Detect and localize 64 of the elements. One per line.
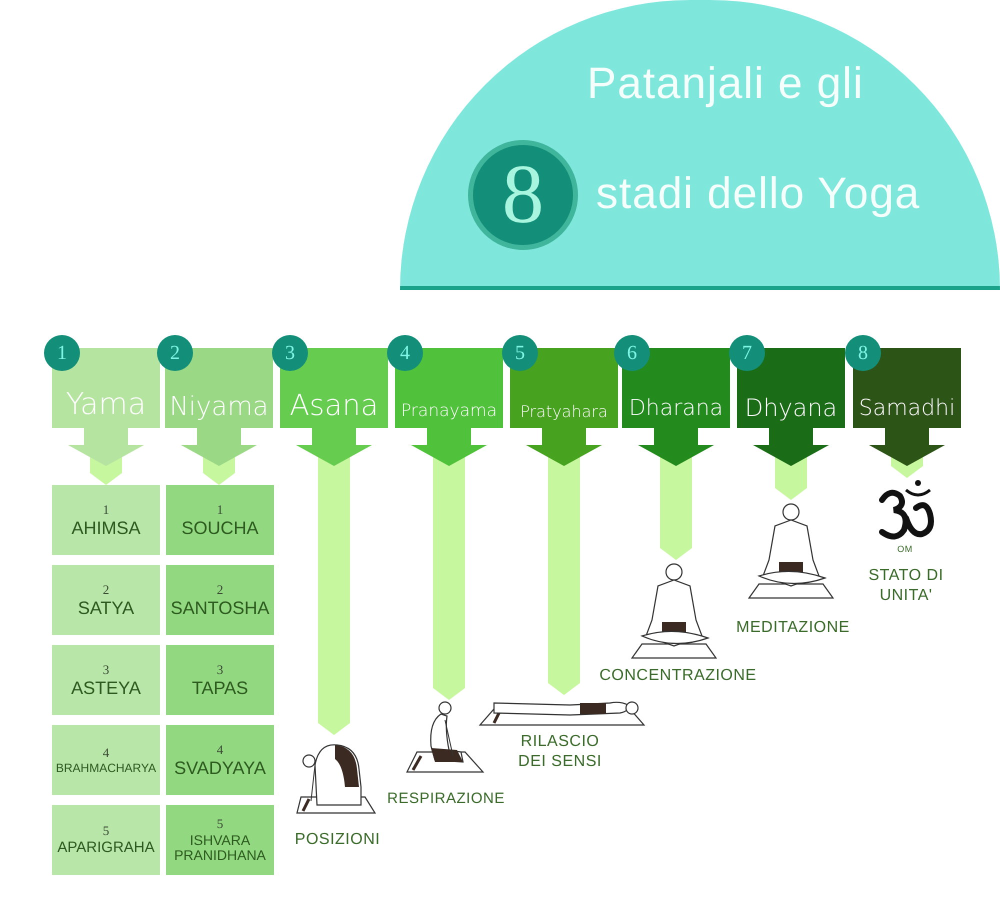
arrow [526,428,602,695]
stage-caption: POSIZIONI [294,830,382,850]
symbol-caption: OM [896,544,914,556]
stage-name: Dhyana [744,396,838,420]
step-number-badge: 3 [272,335,308,371]
principle-number: 1 [102,502,110,516]
principle-number: 5 [102,824,110,838]
step-number-badge: 8 [845,335,881,371]
principle-name: SOUCHA [181,518,258,538]
stage-name: Pratyahara [520,404,608,420]
stage-name: Yama [66,390,146,420]
principle-name: SATYA [78,598,134,618]
title-text: stadi dello Yoga [596,172,920,216]
stage-name: Samadhi [858,398,956,420]
stage-name: Pranayama [400,403,497,420]
stage-name: Niyama [169,394,269,420]
title-text: Patanjali e gli [587,62,864,106]
principle-card [52,645,160,715]
principle-card [166,805,274,875]
principle-name: ASTEYA [71,678,141,698]
stage-caption: RILASCIO DEI SENSI [517,732,603,772]
principle-number: 2 [102,582,110,596]
principle-name: APARIGRAHA [57,840,155,856]
principle-card [166,485,274,555]
stage-name: Asana [290,391,378,420]
principle-number: 1 [216,502,224,516]
principle-card [52,565,160,635]
principle-number: 4 [216,742,224,756]
principle-card [166,565,274,635]
arrow [638,428,714,560]
arrow [753,428,829,500]
stage-name: Dharana [628,398,724,420]
arrow [181,428,257,485]
principle-number: 3 [216,662,224,676]
arrow [68,428,144,485]
step-number-badge: 6 [614,335,650,371]
principle-card [52,485,160,555]
stage-caption: CONCENTRAZIONE [598,666,758,686]
arrow [869,428,945,478]
principle-card [52,805,160,875]
principle-name: ISHVARA PRANIDHANA [173,833,267,863]
principle-name: BRAHMACHARYA [56,762,156,774]
principle-card [166,645,274,715]
principle-number: 4 [102,746,110,759]
stage-caption: MEDITAZIONE [735,618,851,638]
step-number-badge: 4 [387,335,423,371]
step-number-badge: 7 [729,335,765,371]
title-band [400,0,1000,290]
principle-card [52,725,160,795]
stage-caption: STATO DI UNITA' [867,566,945,606]
principle-name: SVADYAYA [174,758,266,778]
step-number-badge: 1 [44,335,80,371]
principle-number: 5 [216,817,224,830]
principle-number: 2 [216,582,224,596]
big-number: 8 [502,153,544,237]
principle-name: TAPAS [192,678,248,698]
arrow [296,428,372,735]
principle-name: AHIMSA [71,518,140,538]
stage-caption: RESPIRAZIONE [386,790,506,809]
step-number-badge: 2 [157,335,193,371]
principle-card [166,725,274,795]
principle-number: 3 [102,662,110,676]
step-number-badge: 5 [502,335,538,371]
principle-name: SANTOSHA [170,598,270,618]
